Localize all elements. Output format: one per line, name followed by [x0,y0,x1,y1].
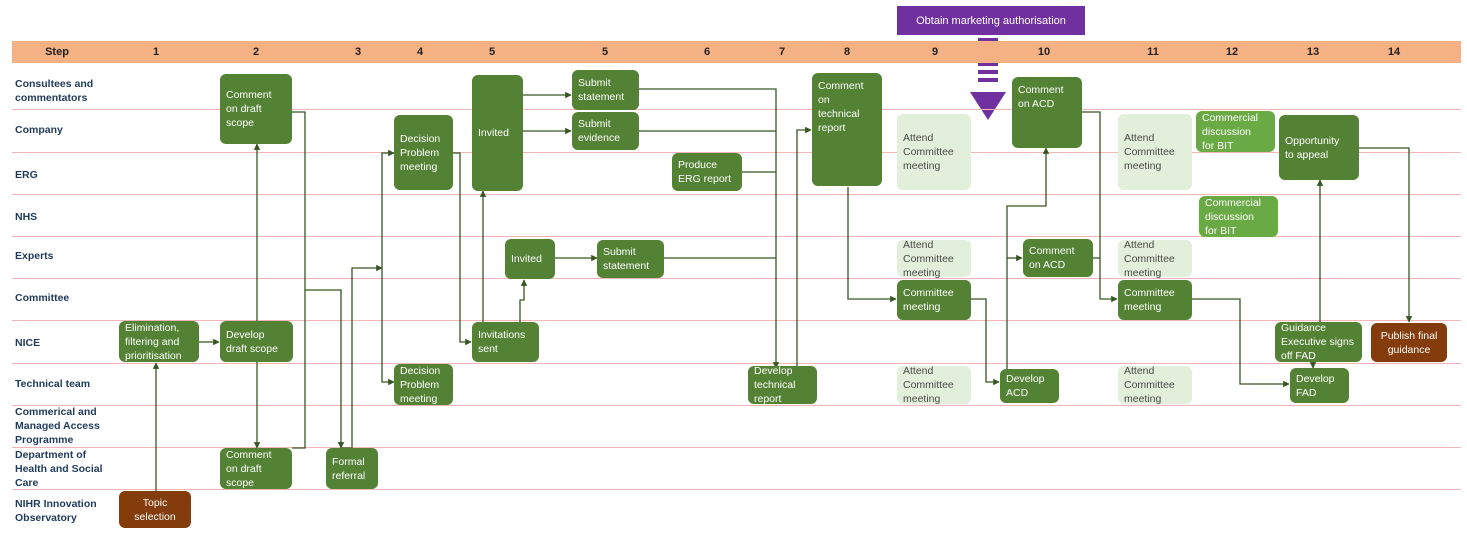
comment-acd-consultees-box: Comment on ACD [1012,77,1082,148]
attend-committee-experts-9-box: Attend Committee meeting [897,239,971,279]
step-11: 11 [1147,46,1159,58]
produce-erg-report-box: Produce ERG report [672,153,742,191]
step-1: 1 [152,46,160,58]
invited-experts-box: Invited [505,239,555,279]
attend-committee-company-9-box: Attend Committee meeting [897,114,971,190]
row-label-erg: ERG [15,169,38,181]
develop-technical-report-box: Develop technical report [748,365,817,405]
step-14: 14 [1387,46,1401,58]
opportunity-to-appeal-box: Opportunity to appeal [1279,115,1359,180]
formal-referral-box: Formal referral [326,448,378,489]
committee-meeting-9-box: Committee meeting [897,280,971,320]
row-label-nihr: NIHR Innovation Observatory [15,498,97,524]
step-10: 10 [1037,46,1051,58]
row-label-company: Company [15,124,63,136]
row-label-consultees: Consultees and commentators [15,78,94,104]
step-bar [12,41,1461,63]
row-label-nhs: NHS [15,211,38,223]
row-label-experts: Experts [15,250,54,262]
step-12: 12 [1225,46,1239,58]
submit-evidence-box: Submit evidence [572,112,639,150]
row-divider [12,278,1461,279]
develop-fad-box: Develop FAD [1290,368,1349,403]
step-6: 6 [703,46,711,58]
step-4: 4 [416,46,424,58]
attend-committee-experts-11-box: Attend Committee meeting [1118,239,1192,279]
comment-technical-report-box: Comment on technical report [812,73,882,186]
row-divider [12,447,1461,448]
step-5b: 5 [601,46,609,58]
publish-final-guidance-box: Publish final guidance [1371,323,1447,362]
attend-committee-technical-9-box: Attend Committee meeting [897,365,971,405]
invitations-sent-box: Invitations sent [472,322,539,362]
step-7: 7 [778,46,786,58]
guidance-executive-box: Guidance Executive signs off FAD [1275,322,1362,362]
submit-statement-consultees-box: Submit statement [572,70,639,110]
row-label-commercial: Commerical and Managed Access Programme [15,406,100,446]
decision-problem-technical-box: Decision Problem meeting [394,364,453,405]
comment-draft-scope-consultees-box: Comment on draft scope [220,74,292,144]
step-3: 3 [354,46,362,58]
step-header: Step [45,46,69,58]
step-13: 13 [1306,46,1320,58]
row-divider [12,363,1461,364]
invited-company-box: Invited [472,75,523,191]
row-label-technical-team: Technical team [15,378,91,390]
row-label-dhsc: Department of Health and Social Care [15,449,103,489]
step-5a: 5 [488,46,496,58]
comment-draft-scope-dhsc-box: Comment on draft scope [220,448,292,489]
step-2: 2 [252,46,260,58]
commercial-discussion-company-box: Commercial discussion for BIT [1196,111,1275,152]
comment-acd-experts-box: Comment on ACD [1023,239,1093,277]
develop-draft-scope-box: Develop draft scope [220,321,293,362]
elimination-box: Elimination, filtering and prioritisatio… [119,321,199,362]
row-divider [12,405,1461,406]
row-label-nice: NICE [15,337,41,349]
topic-selection-box: Topic selection [119,491,191,528]
step-8: 8 [843,46,851,58]
attend-committee-company-11-box: Attend Committee meeting [1118,114,1192,190]
develop-acd-box: Develop ACD [1000,369,1059,403]
row-divider [12,489,1461,490]
row-label-committee: Committee [15,292,70,304]
step-9: 9 [931,46,939,58]
attend-committee-technical-11-box: Attend Committee meeting [1118,365,1192,405]
decision-problem-company-box: Decision Problem meeting [394,115,453,190]
commercial-discussion-nhs-box: Commercial discussion for BIT [1199,196,1278,237]
marketing-authorisation-banner: Obtain marketing authorisation [897,6,1085,35]
submit-statement-experts-box: Submit statement [597,240,664,278]
committee-meeting-11-box: Committee meeting [1118,280,1192,320]
